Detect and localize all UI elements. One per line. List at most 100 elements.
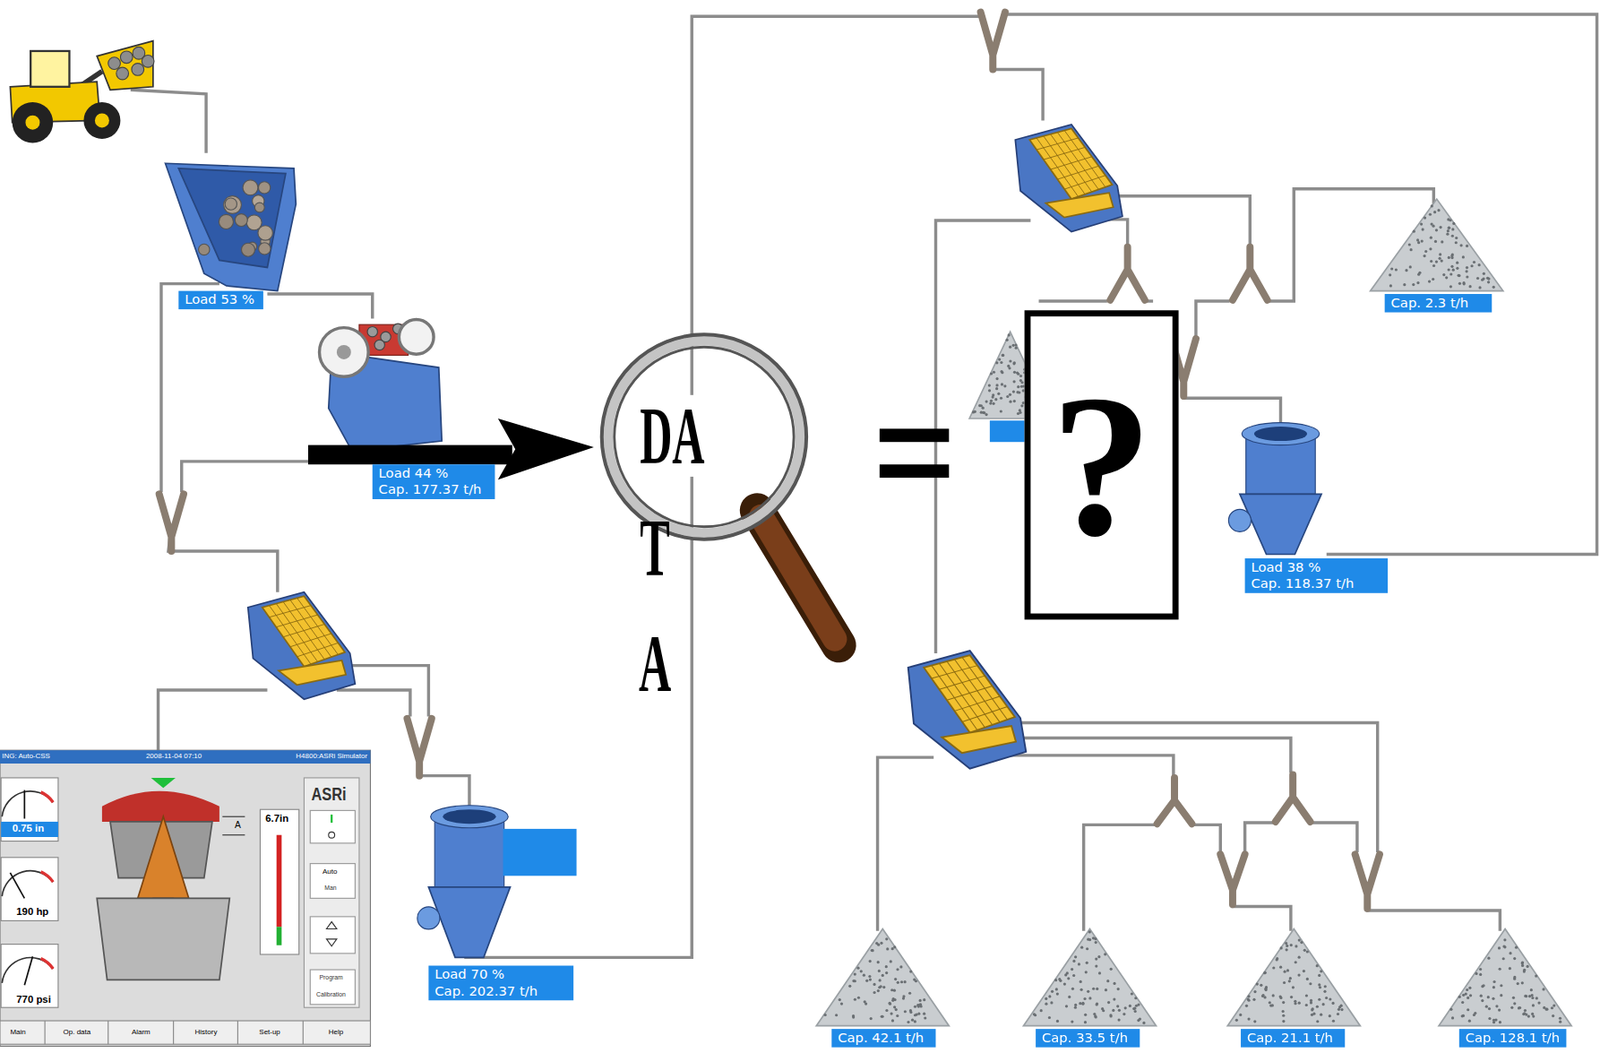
mesh-line — [283, 601, 325, 659]
gravel — [1482, 272, 1486, 276]
gravel — [1247, 994, 1250, 998]
unknown-box: ? — [1024, 309, 1179, 620]
wheel-hub — [25, 115, 40, 130]
gravel — [999, 396, 1003, 400]
feeder-hopper — [165, 163, 297, 291]
gravel — [1508, 951, 1512, 955]
screen-deck — [941, 725, 1016, 753]
gravel — [1080, 988, 1084, 991]
flow-line — [1195, 301, 1231, 337]
screen-deck — [1029, 129, 1112, 200]
gravel — [1066, 971, 1069, 974]
mode-button — [309, 863, 355, 899]
gravel — [1093, 937, 1097, 940]
gravel — [980, 411, 983, 414]
gravel — [1116, 1004, 1119, 1007]
gauge-redline — [41, 871, 54, 882]
gravel — [1438, 252, 1442, 256]
flow-line — [420, 775, 470, 809]
gravel — [1013, 361, 1016, 364]
gauge-redline — [41, 791, 54, 802]
mesh-line — [1064, 175, 1106, 190]
flow-line — [877, 756, 935, 931]
gravel — [902, 994, 905, 998]
gravel — [995, 377, 998, 380]
gravel — [914, 979, 918, 982]
gravel — [1070, 967, 1074, 971]
gravel — [1419, 222, 1423, 225]
gravel — [1063, 981, 1067, 985]
mesh-line — [1064, 130, 1106, 188]
merge-chute — [159, 493, 184, 551]
cone-feed — [1241, 422, 1320, 446]
gravel — [1275, 956, 1279, 960]
mesh-line — [954, 696, 1001, 711]
pile-shape — [1227, 929, 1360, 1026]
gravel — [1516, 981, 1520, 985]
gravel — [1514, 946, 1518, 949]
value-label: Cap. 42.1 t/h — [831, 1028, 936, 1048]
screen-housing — [248, 592, 356, 700]
flow-line — [1010, 755, 1174, 776]
gravel — [1429, 259, 1433, 263]
panel-text: A — [234, 820, 241, 830]
flow-line — [464, 16, 981, 957]
gravel — [870, 948, 874, 952]
panel-ground — [0, 749, 370, 1046]
mesh-line — [1050, 134, 1093, 192]
node-text: Cap. 118.37 t/h — [1250, 575, 1382, 592]
gravel — [1458, 282, 1462, 285]
gravel — [1085, 961, 1089, 964]
gravel — [918, 1003, 921, 1007]
gravel — [1521, 980, 1524, 984]
gravel — [1429, 236, 1433, 240]
gravel — [1095, 1002, 1099, 1006]
gravel — [1409, 248, 1412, 251]
gravel — [1078, 1001, 1082, 1005]
gravel — [1008, 345, 1012, 349]
rock — [367, 326, 378, 336]
gravel — [1503, 945, 1506, 948]
gravel — [991, 395, 995, 398]
pile-shape — [1023, 929, 1156, 1026]
cone-feed — [430, 805, 509, 828]
gravel — [1081, 1002, 1084, 1006]
gravel — [1328, 997, 1332, 1000]
gravel — [1446, 229, 1450, 233]
split-chute — [1232, 247, 1268, 301]
gravel — [1285, 944, 1289, 947]
flywheel — [319, 327, 370, 378]
gravel — [1470, 264, 1473, 267]
gravel — [1389, 283, 1393, 287]
gravel — [1522, 968, 1526, 972]
magnifier-grip — [761, 516, 835, 639]
screen-deck — [1046, 192, 1114, 217]
rock — [241, 242, 256, 257]
gravel — [1340, 1007, 1343, 1011]
gauge-frame — [0, 857, 59, 921]
gravel — [1517, 1006, 1521, 1009]
gravel — [1130, 991, 1134, 995]
panel-text: Set-up — [258, 1027, 280, 1035]
gravel — [1080, 946, 1084, 949]
gravel — [1454, 240, 1458, 244]
mesh-line — [297, 597, 339, 654]
gravel — [1259, 983, 1263, 987]
gravel — [1449, 1007, 1453, 1011]
gravel — [1424, 249, 1428, 253]
gravel — [1442, 273, 1446, 276]
gravel — [1416, 281, 1420, 284]
gravel — [1014, 344, 1017, 347]
gravel — [1048, 1015, 1051, 1019]
gravel — [889, 1011, 893, 1015]
flow-line — [168, 525, 278, 593]
merge-chute — [1220, 853, 1245, 904]
magnifier — [602, 335, 839, 646]
gravel — [1451, 252, 1454, 256]
node-text: Load 38 % — [1250, 559, 1382, 576]
gravel — [1255, 981, 1259, 985]
gravel — [1134, 996, 1137, 999]
gravel — [1298, 937, 1301, 941]
gravel — [994, 397, 998, 401]
gravel — [1048, 994, 1051, 998]
